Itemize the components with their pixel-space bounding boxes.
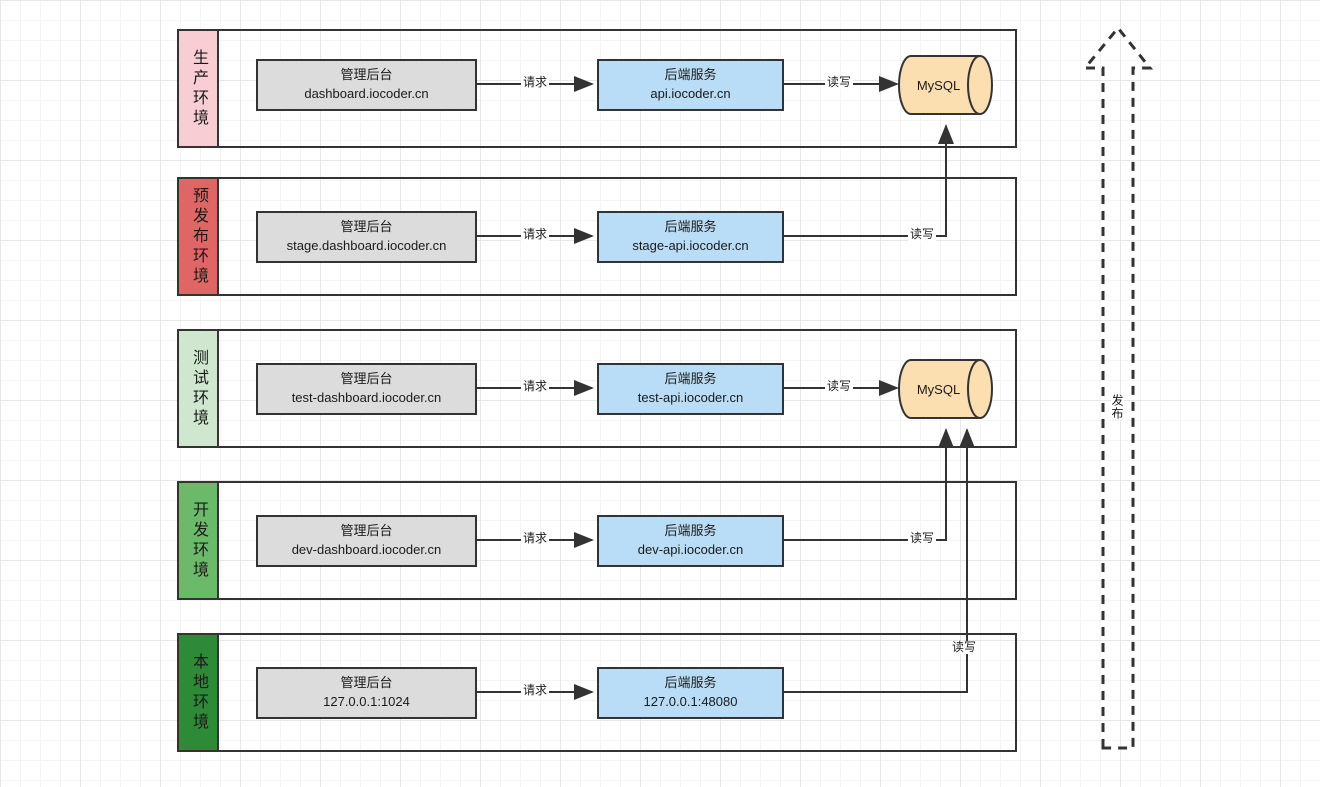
node-host: test-dashboard.iocoder.cn <box>291 390 442 405</box>
node-admin-local[interactable]: 管理后台 127.0.0.1:1024 <box>256 667 477 719</box>
node-title: 管理后台 <box>340 371 393 387</box>
edge-label-request-test: 请求 <box>521 379 550 394</box>
env-label-prod: 生产环境 <box>177 29 219 148</box>
node-title: 后端服务 <box>664 219 717 235</box>
node-title: 后端服务 <box>664 67 717 83</box>
cylinder-icon <box>898 55 993 115</box>
edge-label-request-dev: 请求 <box>521 531 550 546</box>
node-admin-test[interactable]: 管理后台 test-dashboard.iocoder.cn <box>256 363 477 415</box>
edge-label-rw-stage: 读写 <box>908 227 937 242</box>
env-label-dev: 开发环境 <box>177 481 219 600</box>
node-admin-dev[interactable]: 管理后台 dev-dashboard.iocoder.cn <box>256 515 477 567</box>
node-service-prod[interactable]: 后端服务 api.iocoder.cn <box>597 59 784 111</box>
database-label: MySQL <box>916 77 961 93</box>
env-label-stage: 预发布环境 <box>177 177 219 296</box>
edge-label-rw-test: 读写 <box>825 379 854 394</box>
node-host: dev-dashboard.iocoder.cn <box>291 542 442 557</box>
node-admin-prod[interactable]: 管理后台 dashboard.iocoder.cn <box>256 59 477 111</box>
node-host: stage-api.iocoder.cn <box>632 238 749 253</box>
node-service-stage[interactable]: 后端服务 stage-api.iocoder.cn <box>597 211 784 263</box>
node-host: api.iocoder.cn <box>650 86 731 101</box>
node-title: 管理后台 <box>340 67 393 83</box>
node-host: stage.dashboard.iocoder.cn <box>286 238 447 253</box>
publish-arrow-shape <box>1081 25 1154 750</box>
edge-label-rw-prod: 读写 <box>825 75 854 90</box>
node-title: 管理后台 <box>340 523 393 539</box>
edge-label-request-stage: 请求 <box>521 227 550 242</box>
node-admin-stage[interactable]: 管理后台 stage.dashboard.iocoder.cn <box>256 211 477 263</box>
node-host: 127.0.0.1:1024 <box>323 694 410 709</box>
node-title: 后端服务 <box>664 523 717 539</box>
node-title: 后端服务 <box>664 371 717 387</box>
database-label: MySQL <box>916 381 961 397</box>
edge-label-rw-local: 读写 <box>950 640 979 655</box>
database-mysql-test[interactable]: MySQL <box>898 359 993 419</box>
node-host: 127.0.0.1:48080 <box>643 694 738 709</box>
node-title: 管理后台 <box>340 219 393 235</box>
node-service-test[interactable]: 后端服务 test-api.iocoder.cn <box>597 363 784 415</box>
node-title: 后端服务 <box>664 675 717 691</box>
node-host: test-api.iocoder.cn <box>637 390 744 405</box>
node-title: 管理后台 <box>340 675 393 691</box>
node-host: dev-api.iocoder.cn <box>637 542 744 557</box>
node-host: dashboard.iocoder.cn <box>304 86 429 101</box>
edge-label-rw-dev: 读写 <box>908 531 937 546</box>
node-service-local[interactable]: 后端服务 127.0.0.1:48080 <box>597 667 784 719</box>
database-mysql-prod[interactable]: MySQL <box>898 55 993 115</box>
env-label-local: 本地环境 <box>177 633 219 752</box>
publish-arrow-label: 发布 <box>1110 394 1124 420</box>
node-service-dev[interactable]: 后端服务 dev-api.iocoder.cn <box>597 515 784 567</box>
env-label-test: 测试环境 <box>177 329 219 448</box>
edge-label-request-local: 请求 <box>521 683 550 698</box>
edge-label-request-prod: 请求 <box>521 75 550 90</box>
cylinder-icon <box>898 359 993 419</box>
